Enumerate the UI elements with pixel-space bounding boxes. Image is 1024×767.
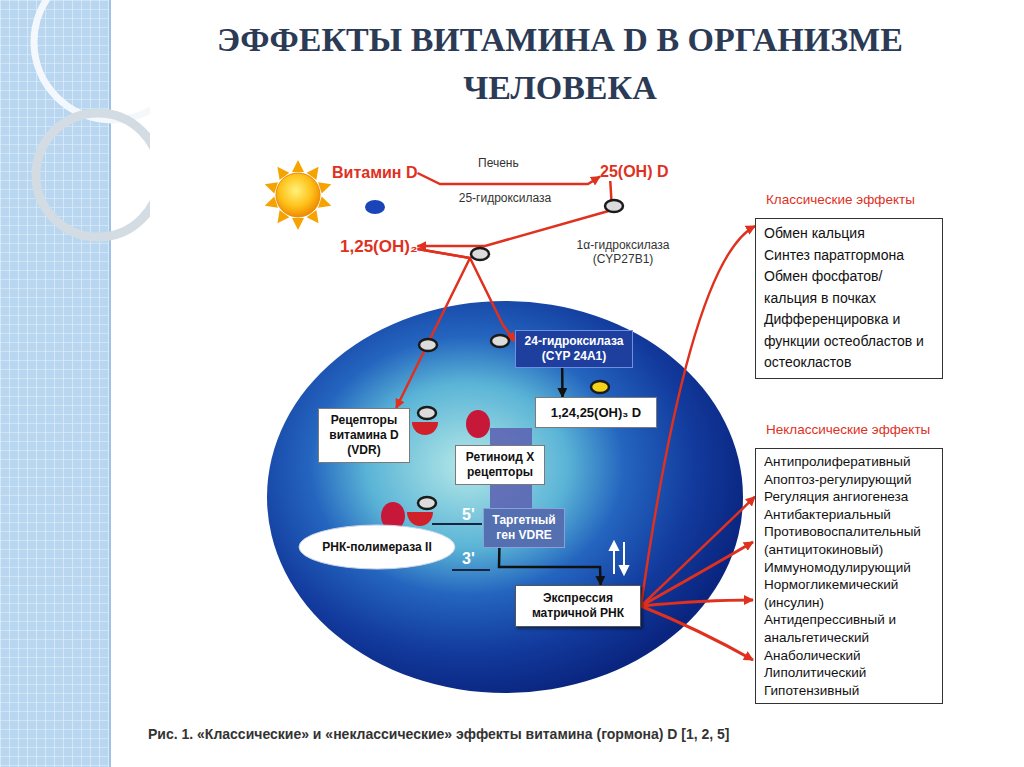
connector-arrow: [641, 497, 755, 606]
list-item: Антидепрессивный и анальгетический: [764, 611, 934, 646]
list-item: Иммуномодулирующий: [764, 559, 934, 577]
node-text: 1,24,25(OH)₃ D: [540, 405, 652, 420]
effects-list: Неклассические эффектыАнтипролиферативны…: [755, 448, 943, 704]
list-item: Обмен фосфатов/ кальция в почках: [764, 266, 934, 309]
connector-arrow: [561, 368, 564, 397]
dna-strand: [452, 569, 490, 571]
gene-box: Таргетный ген VDRE: [483, 508, 565, 548]
node-text: Таргетный ген VDRE: [487, 513, 561, 543]
figure-caption: Рис. 1. «Классические» и «неклассические…: [148, 726, 730, 742]
node-text: Витамин D: [332, 164, 417, 182]
list-item: Липолитический: [764, 664, 934, 682]
strand-end-label: 3': [462, 550, 475, 568]
effects-list: Классические эффектыОбмен кальцияСинтез …: [755, 218, 943, 379]
list-item: Дифференцировка и функции остеобластов и…: [764, 309, 934, 374]
list-item: Синтез паратгормона: [764, 245, 934, 267]
molecule-dot: [471, 248, 489, 260]
molecule-dot: [605, 200, 623, 212]
list-heading: Неклассические эффекты: [766, 422, 930, 437]
list-heading: Классические эффекты: [766, 192, 915, 207]
node-text: Экспрессия матричной РНК: [520, 591, 636, 621]
receptor-box: Ретиноид X рецепторы: [455, 445, 545, 485]
list-item: Апоптоз-регулирующий: [764, 471, 934, 489]
metabolite-label: 25(OH) D: [600, 163, 668, 181]
strand-end-label: 5': [462, 506, 475, 524]
polymerase-ellipse: РНК-полимераза II: [298, 524, 456, 570]
list-item: Гипотензивный: [764, 682, 934, 700]
expression-box: Экспрессия матричной РНК: [515, 585, 641, 627]
node-text: Ретиноид X рецепторы: [460, 450, 540, 480]
molecule-dot: [418, 407, 436, 419]
receptor-box: Рецепторы витамина D (VDR): [318, 408, 410, 463]
list-item: Антибактериальный: [764, 506, 934, 524]
molecule-dot: [491, 335, 509, 347]
molecule-dot: [419, 339, 437, 351]
list-item: Регуляция ангиогенеза: [764, 488, 934, 506]
connector-arrow: [417, 173, 600, 184]
list-item: Обмен кальция: [764, 223, 934, 245]
sun-icon: [263, 160, 333, 230]
ellipse-shape: [299, 525, 455, 569]
effect-arrows: [641, 542, 753, 660]
connector-arrow: [641, 226, 755, 606]
strip-rings: [34, 0, 150, 237]
list-item: Нормогликемический (инсулин): [764, 576, 934, 611]
node-text: Рецепторы витамина D (VDR): [323, 413, 405, 458]
node-text: РНК-полимераза II: [322, 540, 431, 554]
connector-arrow: [417, 249, 515, 341]
molecule-dot: [418, 497, 436, 509]
list-item: Противовоспалительный (антицитокиновый): [764, 523, 934, 558]
enzyme-label: 1α-гидроксилаза (CYP27B1): [548, 238, 698, 266]
node-text: 1,25(OH)₂: [340, 237, 417, 257]
connector-arrow: [499, 548, 601, 585]
enzyme-box: 24-гидроксилаза (CYP 24A1): [515, 330, 633, 368]
cell: [267, 301, 743, 693]
molecule-dot: [591, 381, 609, 393]
list-item: Антипролиферативный: [764, 453, 934, 471]
connector-arrow: [396, 249, 470, 408]
node-text: 25(OH) D: [600, 163, 668, 181]
enzyme-label: 25-гидроксилаза: [450, 191, 560, 205]
metabolite-box: 1,24,25(OH)₃ D: [535, 397, 657, 428]
vitamin-d-molecule: [365, 200, 385, 214]
connector-arrow: [417, 181, 612, 246]
slide-title: ЭФФЕКТЫ ВИТАМИНА D В ОРГАНИЗМЕ ЧЕЛОВЕКА: [140, 16, 980, 112]
dna-strand: [432, 523, 482, 525]
node-text: 24-гидроксилаза (CYP 24A1): [520, 334, 628, 364]
vitamin-label: Витамин D: [332, 164, 417, 182]
hormone-label: 1,25(OH)₂: [340, 237, 417, 257]
list-item: Анаболический: [764, 647, 934, 665]
organ-label: Печень: [478, 156, 519, 170]
up-down-arrows: [610, 542, 628, 574]
